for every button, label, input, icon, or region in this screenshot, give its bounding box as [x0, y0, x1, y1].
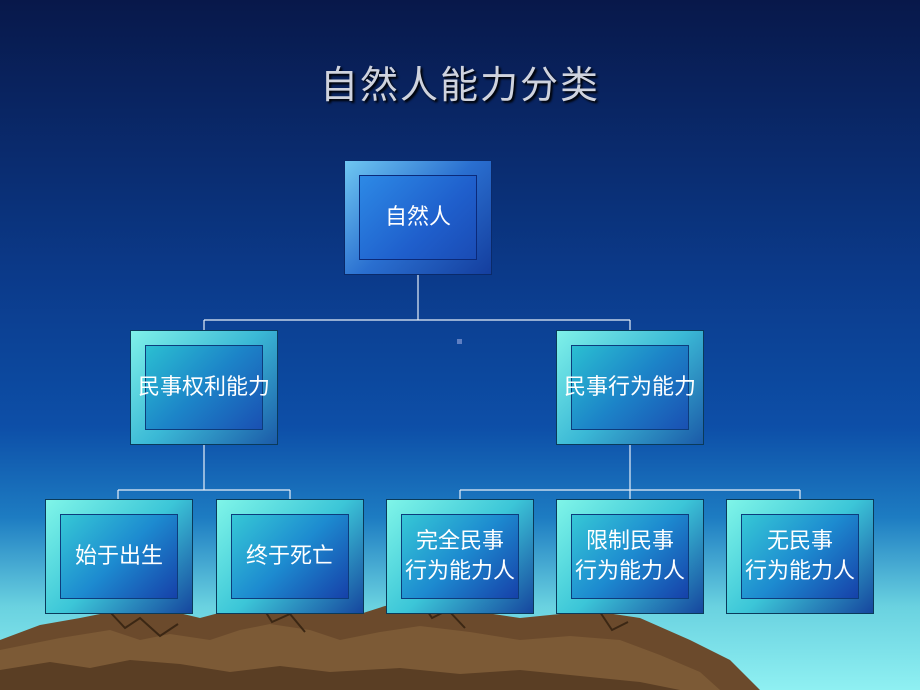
node-face — [145, 345, 263, 430]
mountain-range — [0, 599, 760, 690]
node-label-root: 自然人 — [384, 204, 451, 230]
node-label-leaf: 完全民事 行为能力人 — [404, 528, 515, 584]
node-leaf-death: 终于死亡 — [216, 499, 364, 614]
node-face — [571, 514, 689, 599]
node-branch-right: 民事行为能力 — [556, 330, 704, 445]
node-label-leaf: 终于死亡 — [245, 543, 334, 569]
node-face — [401, 514, 519, 599]
node-leaf-full-capacity: 完全民事 行为能力人 — [386, 499, 534, 614]
node-face — [60, 514, 178, 599]
node-face — [231, 514, 349, 599]
node-root: 自然人 — [344, 160, 492, 275]
node-label-branch-left: 民事权利能力 — [137, 374, 270, 400]
node-face — [359, 175, 477, 260]
center-dot — [457, 339, 462, 344]
connector-lines — [117, 275, 801, 500]
node-face — [741, 514, 859, 599]
node-label-branch-right: 民事行为能力 — [563, 374, 696, 400]
node-label-leaf: 始于出生 — [74, 543, 163, 569]
node-label-leaf: 限制民事 行为能力人 — [574, 528, 685, 584]
node-label-leaf: 无民事 行为能力人 — [744, 528, 855, 584]
node-face — [571, 345, 689, 430]
node-branch-left: 民事权利能力 — [130, 330, 278, 445]
node-leaf-no-capacity: 无民事 行为能力人 — [726, 499, 874, 614]
node-leaf-birth: 始于出生 — [45, 499, 193, 614]
node-leaf-limited-capacity: 限制民事 行为能力人 — [556, 499, 704, 614]
page-title: 自然人能力分类 — [319, 63, 600, 107]
